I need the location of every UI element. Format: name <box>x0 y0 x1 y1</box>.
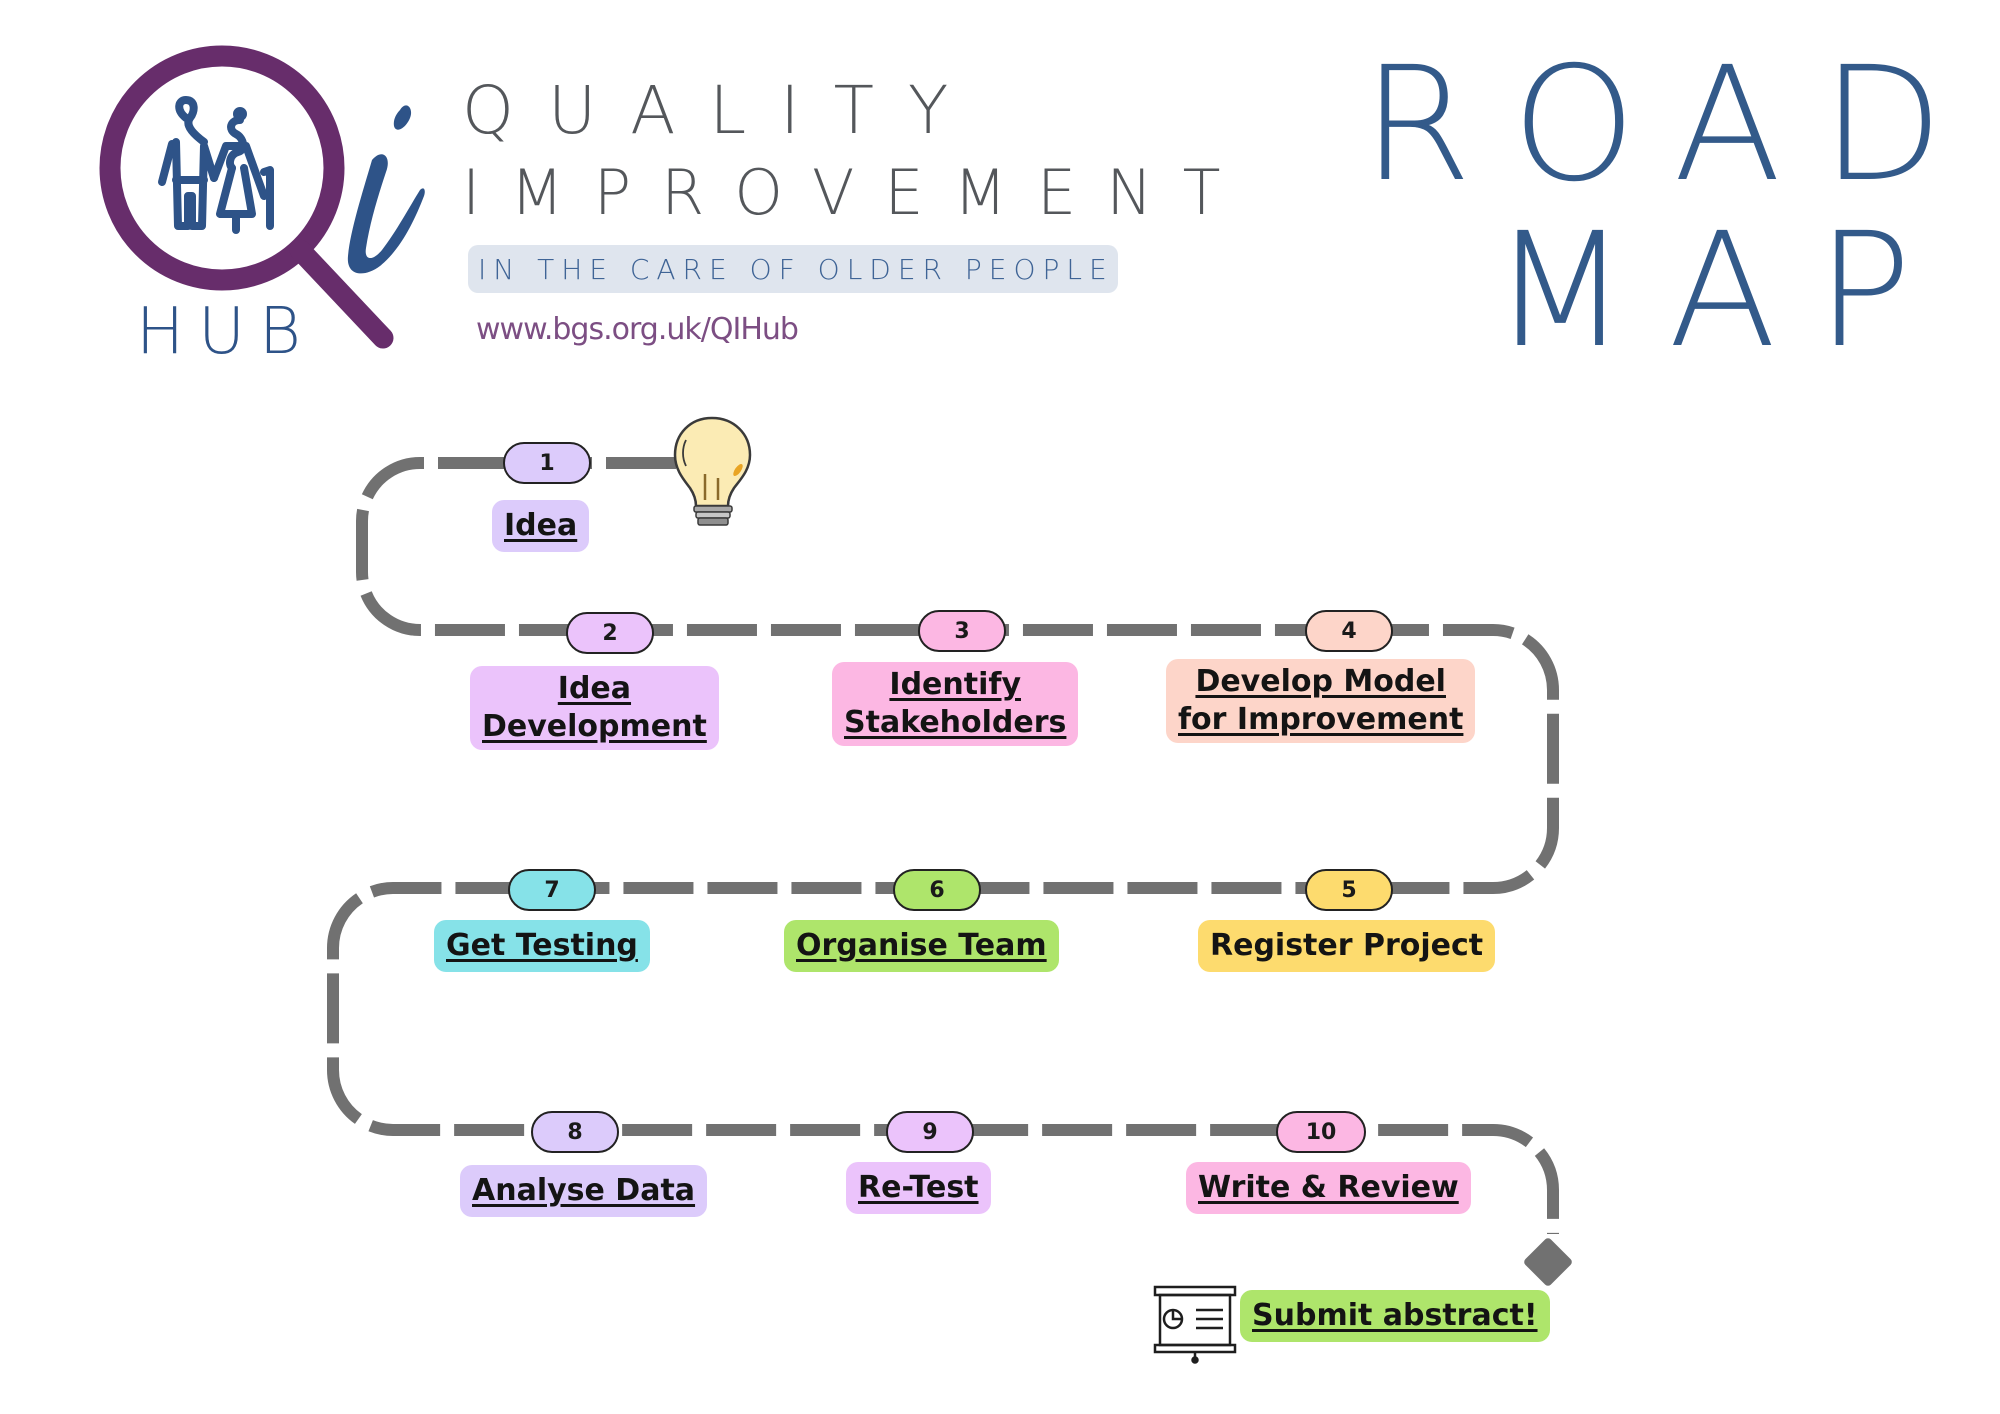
step-1-badge: 1 <box>503 442 591 484</box>
step-6-badge: 6 <box>893 869 981 911</box>
step-1-label[interactable]: Idea <box>492 500 590 552</box>
step-number: 10 <box>1305 1119 1337 1145</box>
label-text-line2: Stakeholders <box>844 705 1067 740</box>
step-5-badge: 5 <box>1305 869 1393 911</box>
step-number: 1 <box>539 450 555 476</box>
italic-i-icon <box>347 105 425 274</box>
label-text-line1: Develop Model <box>1195 664 1446 699</box>
elderly-couple-icon <box>158 96 274 234</box>
step-7-badge: 7 <box>508 869 596 911</box>
step-8-badge: 8 <box>531 1111 619 1153</box>
label-text-line1: Idea <box>557 671 632 706</box>
brand-url-link[interactable]: www.bgs.org.uk/QIHub <box>476 312 799 347</box>
label-text: Organise Team <box>796 928 1047 963</box>
step-3-badge: 3 <box>918 610 1006 652</box>
step-number: 3 <box>954 618 970 644</box>
brand-improvement: IMPROVEMENT <box>462 156 1251 229</box>
brand-tagline: IN THE CARE OF OLDER PEOPLE <box>468 245 1118 293</box>
step-2-badge: 2 <box>566 612 654 654</box>
finish-diamond-icon <box>1524 1238 1572 1286</box>
submit-abstract-label[interactable]: Submit abstract! <box>1240 1290 1550 1342</box>
step-10-badge: 10 <box>1276 1111 1366 1153</box>
step-number: 6 <box>929 877 945 903</box>
label-text: Analyse Data <box>472 1173 696 1208</box>
logo-hub-text: HUB <box>136 295 315 369</box>
step-number: 2 <box>602 620 618 646</box>
title-road: ROAD <box>1362 33 1984 217</box>
step-4-badge: 4 <box>1305 610 1393 652</box>
road-dashes <box>327 457 1559 1234</box>
step-number: 9 <box>922 1119 938 1145</box>
label-text: Get Testing <box>446 928 638 963</box>
brand-quality: QUALITY <box>462 72 983 149</box>
label-text: Submit abstract! <box>1252 1298 1538 1333</box>
presentation-board-icon <box>1153 1285 1237 1364</box>
label-text-line2: for Improvement <box>1178 702 1464 737</box>
tagline-text: IN THE CARE OF OLDER PEOPLE <box>478 253 1114 286</box>
step-8-label[interactable]: Analyse Data <box>460 1165 708 1217</box>
label-text-line1: Identify <box>889 667 1021 702</box>
qi-hub-logo <box>99 45 425 349</box>
step-5-label[interactable]: Register Project <box>1198 920 1496 972</box>
label-text-line2: Development <box>482 709 707 744</box>
title-map: MAP <box>1492 199 1952 383</box>
step-7-label[interactable]: Get Testing <box>434 920 650 972</box>
step-number: 5 <box>1341 877 1357 903</box>
step-number: 4 <box>1341 618 1357 644</box>
lightbulb-icon <box>673 416 752 526</box>
step-9-badge: 9 <box>886 1111 974 1153</box>
label-text: Re-Test <box>858 1170 979 1205</box>
step-number: 7 <box>544 877 560 903</box>
step-6-label[interactable]: Organise Team <box>784 920 1059 972</box>
step-9-label[interactable]: Re-Test <box>846 1162 991 1214</box>
step-number: 8 <box>567 1119 583 1145</box>
step-10-label[interactable]: Write & Review <box>1186 1162 1471 1214</box>
label-text: Register Project <box>1210 928 1484 963</box>
label-text: Write & Review <box>1198 1170 1459 1205</box>
label-text: Idea <box>504 508 578 543</box>
magnifier-icon <box>99 45 394 349</box>
